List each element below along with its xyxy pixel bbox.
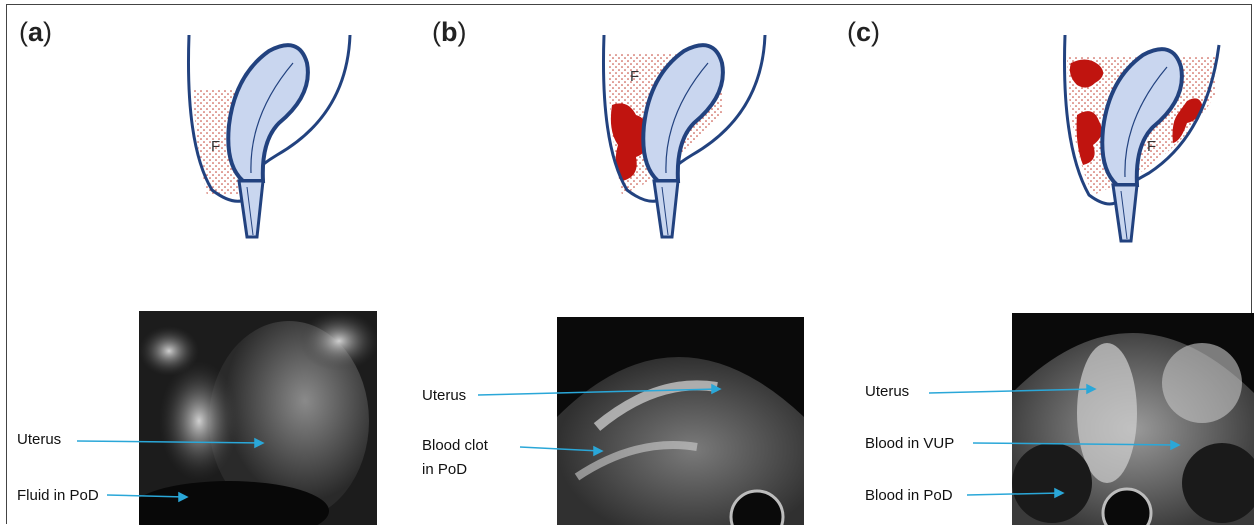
- fluid-marker: F: [630, 68, 639, 85]
- pelvis-diagram-a: F: [7, 5, 427, 255]
- cervix-shape: [1113, 185, 1137, 241]
- panel-a: (a) F: [7, 5, 427, 525]
- ultrasound-image-b: [557, 317, 804, 525]
- label-vup-c: Blood in VUP: [865, 433, 954, 455]
- cervix-shape: [239, 181, 263, 237]
- panel-c: (c) F: [837, 5, 1257, 525]
- label-pod-c: Blood in PoD: [865, 485, 953, 507]
- cervix-shape: [654, 181, 678, 237]
- label-fluid-a: Fluid in PoD: [17, 485, 99, 507]
- pelvis-diagram-b: F: [422, 5, 842, 255]
- label-uterus-a: Uterus: [17, 429, 61, 451]
- ultrasound-image-c: [1012, 313, 1254, 525]
- ultrasound-image-a: [139, 311, 377, 525]
- fluid-marker: F: [211, 138, 220, 155]
- label-uterus-c: Uterus: [865, 381, 909, 403]
- label-clot-b-line1: Blood clot: [422, 435, 488, 457]
- figure-frame: (a) F: [6, 4, 1252, 524]
- label-clot-b-line2: in PoD: [422, 459, 467, 481]
- fluid-marker: F: [1147, 138, 1156, 155]
- panel-b: (b) F: [422, 5, 842, 525]
- label-uterus-b: Uterus: [422, 385, 466, 407]
- pelvis-diagram-c: F: [837, 5, 1247, 255]
